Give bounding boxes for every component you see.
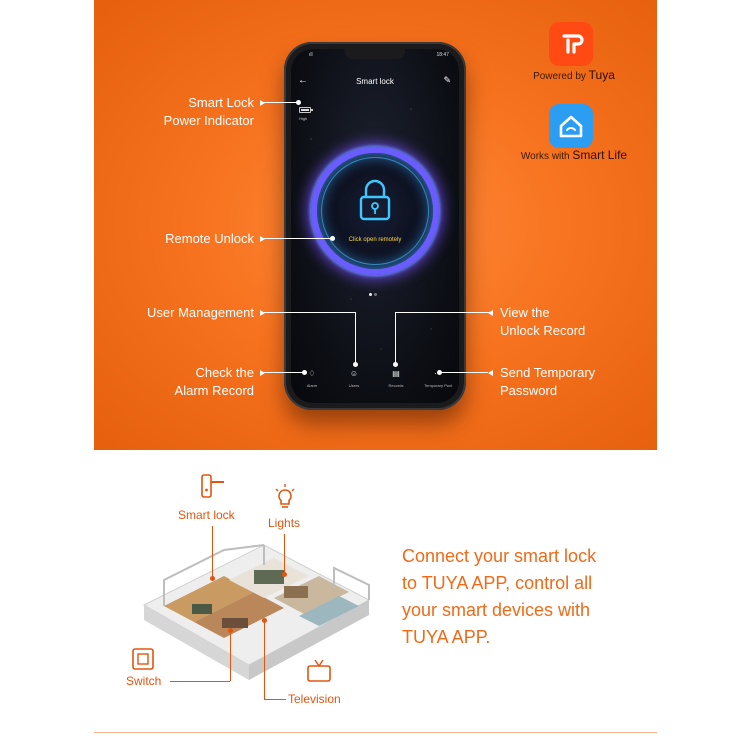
app-topbar: ← Smart lock ✎ — [291, 75, 459, 91]
nav-users[interactable]: ☺ Users — [335, 369, 373, 395]
back-arrow-icon[interactable]: ← — [298, 75, 308, 86]
annotation-user-management: User Management — [147, 305, 254, 320]
works-with-smart-life: Works with Smart Life — [520, 148, 628, 162]
phone-screen: ıll 18:47 ← Smart lock ✎ High Click — [291, 49, 459, 403]
annotation-power-indicator: Smart Lock Power Indicator — [163, 95, 254, 128]
click-open-remotely[interactable]: Click open remotely — [348, 237, 402, 243]
signal-icon: ıll — [309, 52, 313, 58]
page-dots — [369, 283, 383, 296]
annotation-remote-unlock: Remote Unlock — [165, 231, 254, 246]
bottom-nav: ♢ Alarm ☺ Users ▤ Records ⋯ Temporary Pw… — [291, 369, 459, 395]
label-television: Television — [288, 692, 341, 706]
house-illustration — [142, 544, 371, 680]
hero-panel: ıll 18:47 ← Smart lock ✎ High Click — [94, 0, 657, 450]
status-time: 18:47 — [436, 52, 449, 58]
nav-alarm[interactable]: ♢ Alarm — [293, 369, 331, 395]
records-icon: ▤ — [392, 369, 400, 378]
connect-description: Connect your smart lock to TUYA APP, con… — [402, 546, 597, 647]
label-lights: Lights — [268, 516, 301, 530]
annotation-unlock-record: View the Unlock Record — [500, 305, 586, 338]
section-divider — [94, 732, 657, 733]
powered-by-tuya: Powered by Tuya — [533, 68, 615, 82]
users-icon: ☺ — [349, 369, 359, 378]
annotation-temporary-password: Send Temporary Password — [500, 365, 596, 398]
tuya-app-icon — [549, 22, 593, 66]
smart-home-section: Smart lock Lights Switch Television — [94, 450, 657, 750]
battery-level: High — [299, 116, 308, 121]
label-smart-lock: Smart lock — [178, 508, 235, 522]
battery-icon — [299, 107, 313, 113]
phone-notch — [345, 49, 405, 59]
padlock-icon[interactable] — [357, 177, 393, 221]
light-bulb-icon — [275, 484, 295, 508]
label-switch: Switch — [126, 674, 162, 688]
nav-records[interactable]: ▤ Records — [377, 369, 415, 395]
edit-icon[interactable]: ✎ — [443, 75, 451, 85]
annotation-alarm-record: Check the Alarm Record — [174, 365, 254, 398]
app-title: Smart lock — [356, 77, 394, 86]
phone-mockup: ıll 18:47 ← Smart lock ✎ High Click — [284, 42, 466, 410]
smart-lock-icon — [201, 474, 224, 498]
alarm-icon: ♢ — [308, 369, 316, 378]
switch-icon — [132, 648, 154, 670]
smart-life-app-icon — [549, 104, 593, 148]
television-icon — [307, 660, 331, 682]
